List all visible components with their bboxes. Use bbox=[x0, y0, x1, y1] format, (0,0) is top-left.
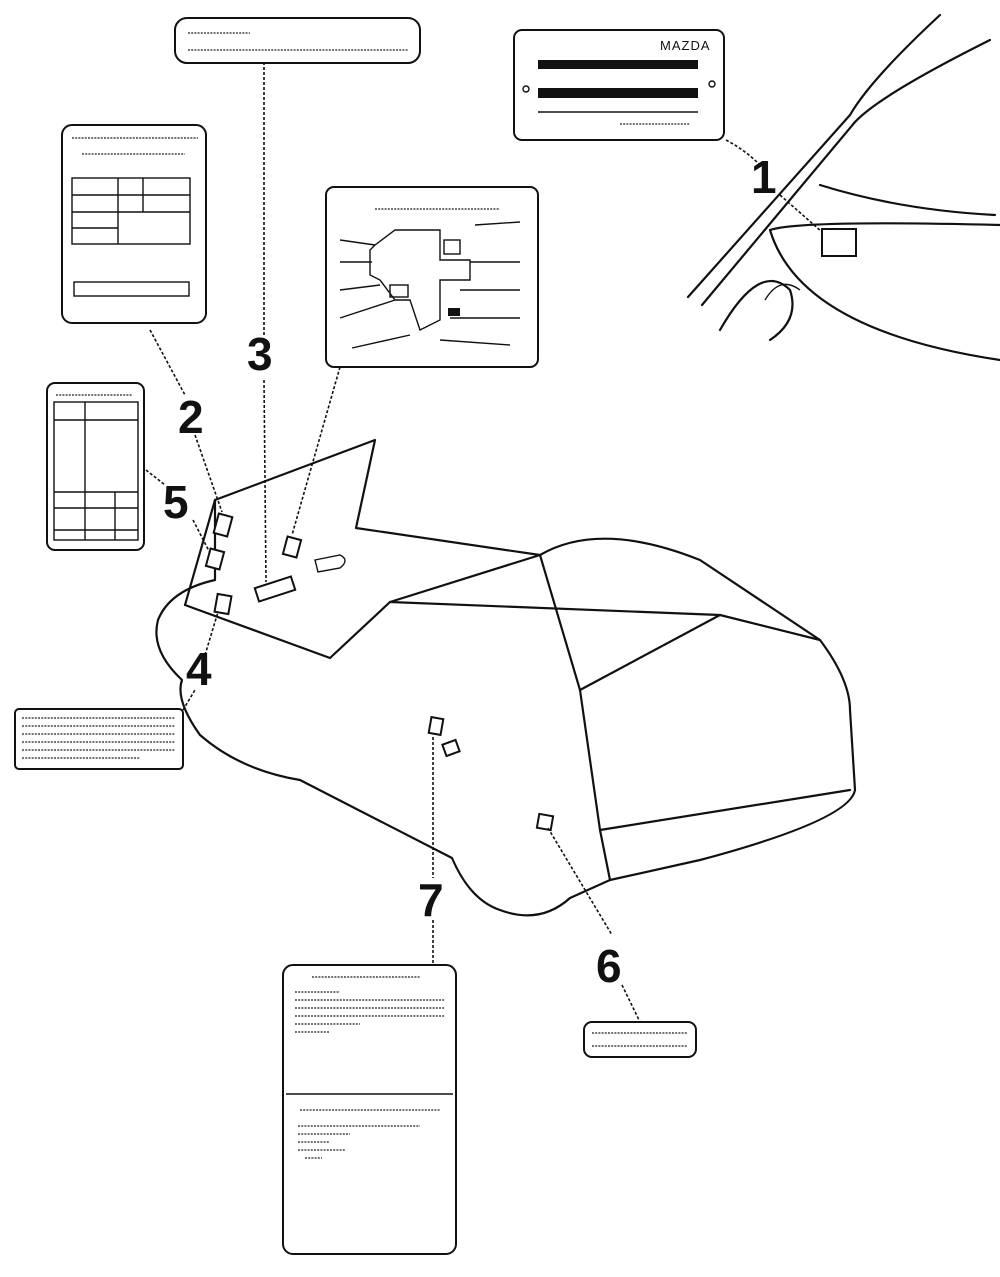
callout-numbers: 1 2 3 4 5 6 7 bbox=[163, 151, 777, 992]
patch-6 bbox=[535, 812, 555, 832]
label-2-card bbox=[61, 124, 207, 324]
label-7-card bbox=[282, 964, 457, 1255]
label-4-card bbox=[14, 708, 184, 770]
patch-3 bbox=[253, 575, 297, 603]
patch-vacuum bbox=[281, 535, 303, 559]
vacuum-hose-label-card bbox=[325, 186, 539, 368]
patch-2 bbox=[212, 512, 234, 538]
label-6-card bbox=[583, 1021, 697, 1058]
callout-3: 3 bbox=[247, 328, 273, 380]
label-patches bbox=[204, 512, 555, 832]
patch-5 bbox=[204, 547, 226, 571]
label1-location-patch bbox=[821, 228, 857, 257]
leader-lines bbox=[145, 62, 823, 1023]
label-1-card: MAZDA bbox=[513, 29, 725, 141]
label-5-card bbox=[46, 382, 145, 551]
callout-4: 4 bbox=[186, 643, 212, 695]
patch-4 bbox=[213, 592, 233, 616]
door-jamb-view bbox=[686, 13, 1000, 362]
callout-5: 5 bbox=[163, 476, 189, 528]
label-1-brand: MAZDA bbox=[660, 38, 711, 53]
callout-1: 1 bbox=[751, 151, 777, 203]
patch-7a bbox=[427, 715, 445, 737]
callout-2: 2 bbox=[178, 391, 204, 443]
label-3-card bbox=[174, 17, 421, 64]
callout-7: 7 bbox=[418, 874, 444, 926]
callout-6: 6 bbox=[596, 940, 622, 992]
patch-7b bbox=[441, 738, 461, 758]
car-body bbox=[155, 438, 857, 917]
